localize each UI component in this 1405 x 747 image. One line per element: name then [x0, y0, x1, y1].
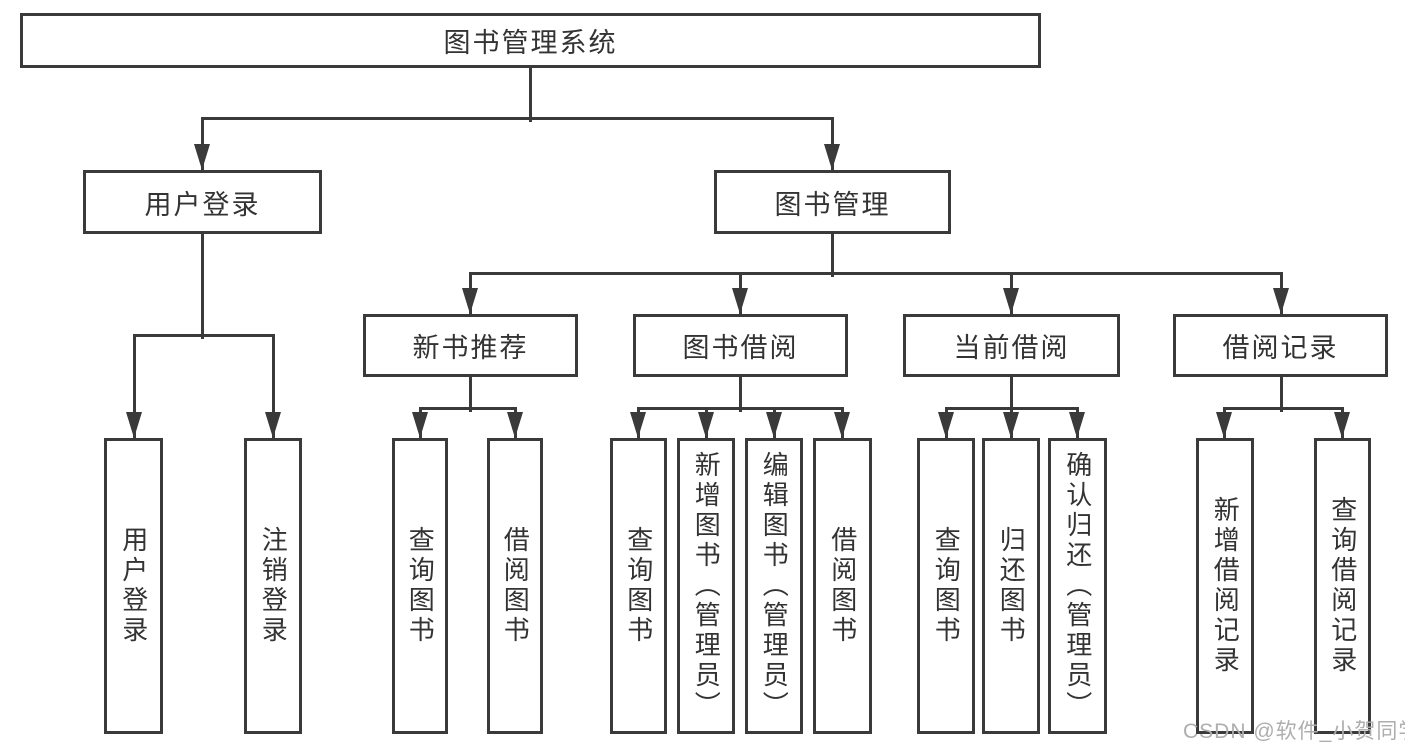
leaf-query-borrow-record: 查询借阅记录 — [1314, 438, 1371, 734]
leaf-edit-book-admin-label: 编辑图书（管理员） — [759, 451, 790, 721]
leaf-query-books-current: 查询图书 — [917, 438, 975, 734]
arrow-down-icon — [126, 412, 142, 438]
leaf-user-login-label: 用户登录 — [118, 526, 149, 646]
leaf-add-book-admin-label: 新增图书（管理员） — [691, 451, 722, 721]
arrow-down-icon — [507, 412, 523, 438]
leaf-borrow-books-borrowing-label: 借阅图书 — [827, 526, 858, 646]
connector-line — [1279, 375, 1283, 412]
node-book-borrowing: 图书借阅 — [633, 314, 848, 377]
node-current-borrowing: 当前借阅 — [903, 314, 1120, 377]
leaf-add-book-admin: 新增图书（管理员） — [677, 438, 735, 734]
leaf-user-login: 用户登录 — [104, 438, 163, 734]
arrow-down-icon — [1003, 288, 1019, 314]
connector-line — [1222, 406, 1344, 410]
node-borrow-records-label: 借阅记录 — [1222, 333, 1339, 363]
node-borrow-records: 借阅记录 — [1173, 314, 1388, 377]
leaf-query-books-borrowing-label: 查询图书 — [623, 526, 654, 646]
connector-line — [468, 375, 472, 412]
arrow-down-icon — [630, 412, 646, 438]
arrow-down-icon — [1216, 412, 1232, 438]
watermark: CSDN @软件_小贺同学 — [1183, 720, 1405, 743]
connector-line — [738, 375, 742, 412]
connector-line — [528, 66, 532, 122]
connector-line — [132, 333, 275, 337]
arrow-down-icon — [1273, 288, 1289, 314]
connector-line — [830, 232, 834, 277]
node-new-book-recommend: 新书推荐 — [363, 314, 578, 377]
leaf-query-books-recommend-label: 查询图书 — [405, 526, 436, 646]
connector-line — [1009, 375, 1013, 412]
arrow-down-icon — [698, 412, 714, 438]
leaf-edit-book-admin: 编辑图书（管理员） — [745, 438, 803, 734]
leaf-confirm-return-admin: 确认归还（管理员） — [1048, 438, 1107, 734]
leaf-borrow-books-borrowing: 借阅图书 — [813, 438, 872, 734]
node-user-login: 用户登录 — [83, 170, 322, 234]
leaf-logout: 注销登录 — [244, 438, 302, 734]
node-book-borrowing-label: 图书借阅 — [682, 333, 799, 363]
node-book-management-label: 图书管理 — [774, 189, 891, 220]
connector-line — [468, 271, 1283, 275]
leaf-add-borrow-record-label: 新增借阅记录 — [1210, 496, 1241, 676]
node-current-borrowing-label: 当前借阅 — [953, 333, 1070, 363]
leaf-confirm-return-admin-label: 确认归还（管理员） — [1062, 451, 1093, 721]
leaf-query-books-recommend: 查询图书 — [392, 438, 448, 734]
connector-line — [271, 333, 275, 442]
leaf-logout-label: 注销登录 — [258, 526, 289, 646]
node-root-system: 图书管理系统 — [20, 13, 1041, 68]
leaf-query-books-borrowing: 查询图书 — [610, 438, 667, 734]
arrow-down-icon — [834, 412, 850, 438]
arrow-down-icon — [194, 144, 210, 170]
arrow-down-icon — [265, 412, 281, 438]
node-root-label: 图书管理系统 — [443, 28, 618, 58]
arrow-down-icon — [766, 412, 782, 438]
leaf-query-books-current-label: 查询图书 — [931, 526, 962, 646]
leaf-return-book-label: 归还图书 — [996, 526, 1027, 646]
connector-line — [200, 116, 834, 120]
leaf-return-book: 归还图书 — [982, 438, 1040, 734]
arrow-down-icon — [938, 412, 954, 438]
arrow-down-icon — [1069, 412, 1085, 438]
arrow-down-icon — [1003, 412, 1019, 438]
arrow-down-icon — [824, 144, 840, 170]
leaf-add-borrow-record: 新增借阅记录 — [1196, 438, 1254, 734]
leaf-query-borrow-record-label: 查询借阅记录 — [1327, 496, 1358, 676]
connector-line — [200, 232, 204, 339]
leaf-borrow-books-recommend-label: 借阅图书 — [500, 526, 531, 646]
node-book-management: 图书管理 — [714, 170, 951, 234]
node-user-login-label: 用户登录 — [144, 189, 261, 220]
arrow-down-icon — [412, 412, 428, 438]
leaf-borrow-books-recommend: 借阅图书 — [487, 438, 543, 734]
connector-line — [418, 406, 517, 410]
arrow-down-icon — [462, 288, 478, 314]
node-new-book-recommend-label: 新书推荐 — [412, 333, 529, 363]
arrow-down-icon — [732, 288, 748, 314]
connector-line — [132, 333, 136, 442]
arrow-down-icon — [1334, 412, 1350, 438]
